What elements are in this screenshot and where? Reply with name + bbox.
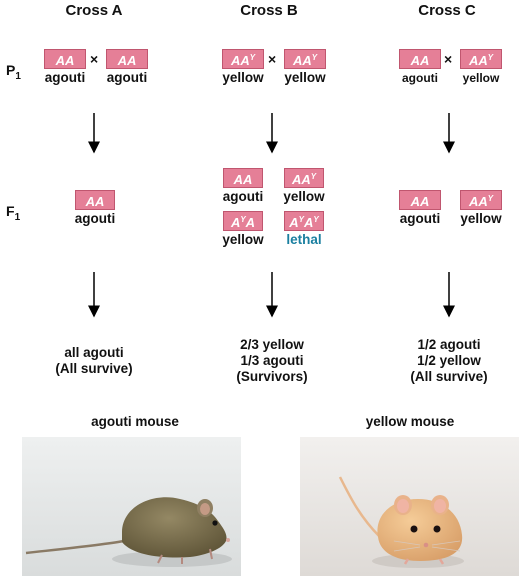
genotype-box: AAY (460, 190, 502, 210)
phenotype-label: agouti (74, 211, 116, 226)
cross-a-title: Cross A (65, 2, 123, 19)
agouti-mouse-photo (22, 437, 241, 576)
genotype-box: AAY (460, 49, 502, 69)
cross-symbol: × (90, 51, 99, 67)
yellow-mouse-photo (300, 437, 519, 576)
cross-symbol: × (444, 51, 453, 67)
genotype-box: AYA (223, 211, 263, 231)
genotype-box: AAY (284, 49, 326, 69)
genotype-box: AAY (222, 49, 264, 69)
genotype-box: AA (44, 49, 86, 69)
result-cross-a: all agouti (All survive) (55, 345, 133, 376)
genotype-box: AYAY (284, 211, 324, 231)
phenotype-label: yellow (222, 70, 264, 85)
p1-label: P1 (6, 62, 21, 82)
genotype-box: AAY (284, 168, 324, 188)
phenotype-label: agouti (222, 189, 264, 204)
agouti-mouse-caption: agouti mouse (91, 414, 179, 429)
phenotype-label: yellow (222, 232, 264, 247)
cross-symbol: × (268, 51, 277, 67)
phenotype-label: yellow (284, 70, 326, 85)
genotype-box: AA (106, 49, 148, 69)
genotype-box: AA (399, 190, 441, 210)
genotype-box: AA (75, 190, 115, 210)
cross-c-title: Cross C (418, 2, 476, 19)
result-cross-c: 1/2 agouti 1/2 yellow (All survive) (410, 337, 488, 384)
genotype-box: AA (399, 49, 441, 69)
genotype-box: AA (223, 168, 263, 188)
phenotype-label: agouti (106, 70, 148, 85)
phenotype-label: yellow (283, 189, 325, 204)
result-cross-b: 2/3 yellow 1/3 agouti (Survivors) (236, 337, 308, 384)
f1-label: F1 (6, 203, 21, 223)
phenotype-label: agouti (402, 71, 438, 85)
lethal-label: lethal (286, 232, 322, 247)
phenotype-label: agouti (44, 70, 86, 85)
phenotype-label: yellow (460, 211, 502, 226)
yellow-mouse-caption: yellow mouse (365, 414, 455, 429)
cross-b-title: Cross B (240, 2, 298, 19)
phenotype-label: yellow (462, 71, 500, 85)
phenotype-label: agouti (399, 211, 441, 226)
